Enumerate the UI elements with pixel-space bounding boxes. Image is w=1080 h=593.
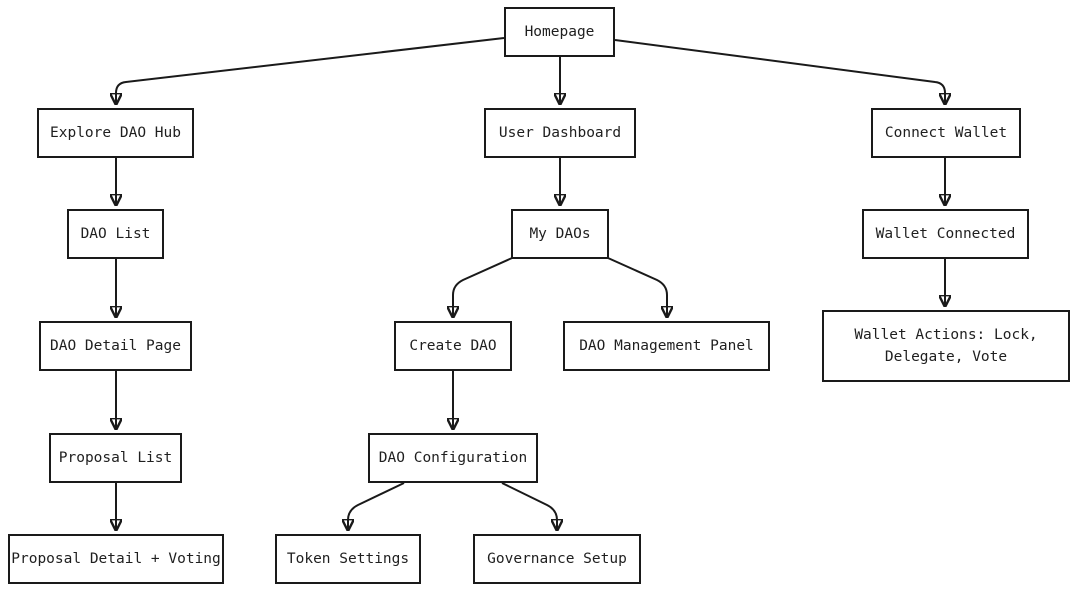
node-explore-dao-hub: Explore DAO Hub [37,108,194,158]
edge-dao-configuration-to-governance-setup [501,482,557,530]
edge-dao-configuration-to-token-settings [348,482,405,530]
node-my-daos: My DAOs [511,209,609,259]
node-dao-list: DAO List [67,209,164,259]
node-wallet-connected: Wallet Connected [862,209,1029,259]
node-create-dao: Create DAO [394,321,512,371]
edge-homepage-to-connect-wallet [614,39,945,104]
node-connect-wallet: Connect Wallet [871,108,1021,158]
edge-homepage-to-explore-dao-hub [116,37,505,104]
node-dao-detail-page: DAO Detail Page [39,321,192,371]
node-dao-management-panel: DAO Management Panel [563,321,770,371]
node-token-settings: Token Settings [275,534,421,584]
node-proposal-detail-voting: Proposal Detail + Voting [8,534,224,584]
edge-my-daos-to-create-dao [453,257,513,317]
node-user-dashboard: User Dashboard [484,108,636,158]
node-governance-setup: Governance Setup [473,534,641,584]
node-wallet-actions: Wallet Actions: Lock, Delegate, Vote [822,310,1070,382]
node-dao-configuration: DAO Configuration [368,433,538,483]
node-proposal-list: Proposal List [49,433,182,483]
node-homepage: Homepage [504,7,615,57]
edge-my-daos-to-dao-management-panel [607,257,667,317]
